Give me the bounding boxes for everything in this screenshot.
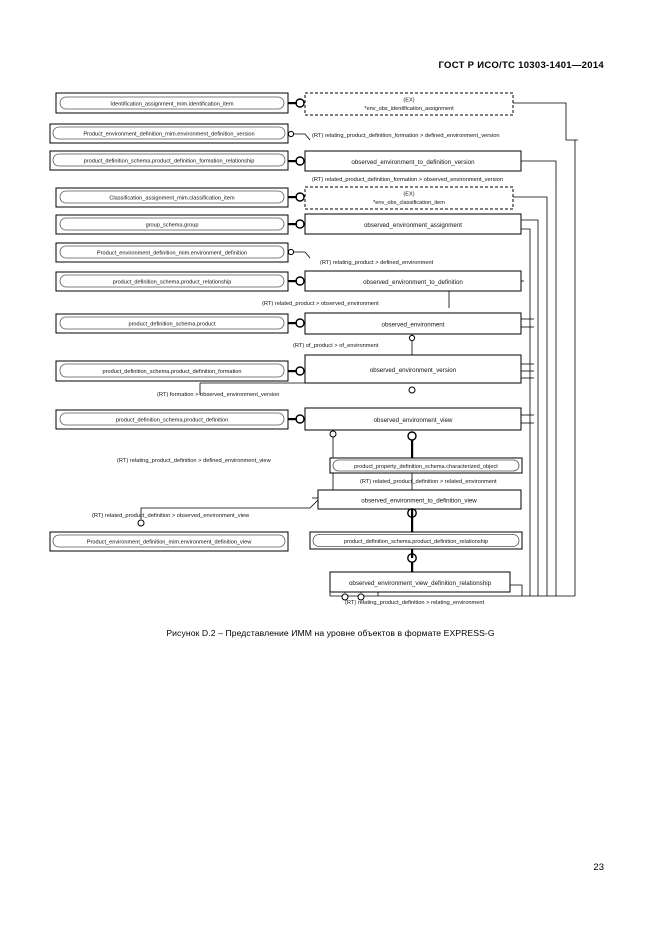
entity-label: observed_environment_version xyxy=(370,367,457,374)
entity-label: product_definition_schema.product_defini… xyxy=(116,417,229,423)
entity-label: observed_environment_view_definition_rel… xyxy=(349,580,492,587)
entity-label: product_definition_schema.product_defini… xyxy=(344,539,488,545)
relationship-label: (RT) related_product > observed_environm… xyxy=(262,301,379,307)
entity-label: Identification_assignment_mim.identifica… xyxy=(110,102,233,108)
right-entity-r8[interactable]: observed_environment_view_definition_rel… xyxy=(329,571,511,593)
figure-caption: Рисунок D.2 – Представление ИММ на уровн… xyxy=(166,628,495,638)
right-entity-r7[interactable]: observed_environment_to_definition_view xyxy=(317,489,522,510)
entity-label: group_schema.group xyxy=(146,222,199,228)
right-entity-r6[interactable]: observed_environment_view xyxy=(304,407,522,431)
relationship-label: (RT) formation > observed_environment_ve… xyxy=(157,392,279,398)
entity-label: product_definition_schema.product_defini… xyxy=(84,158,255,164)
relationship-label: (RT) related_product_definition > relate… xyxy=(360,479,497,485)
entity-label: observed_environment xyxy=(382,322,445,329)
connector-nubs xyxy=(288,102,414,572)
left-entity-e1[interactable]: Identification_assignment_mim.identifica… xyxy=(55,92,289,114)
right-entity-r2[interactable]: observed_environment_assignment xyxy=(304,213,522,235)
dashed-entity-label: *env_obs_identification_assignment xyxy=(364,106,454,112)
entity-label: Product_environment_definition_mim.envir… xyxy=(87,539,252,545)
left-entity-e10[interactable]: product_definition_schema.product_defini… xyxy=(55,409,289,430)
right-entity-r5[interactable]: observed_environment_version xyxy=(304,354,522,384)
dashed-entity-label: *env_obs_classification_item xyxy=(373,200,445,206)
entity-label: Product_environment_definition_mim.envir… xyxy=(97,250,247,256)
relationship-label: (RT) related_product_definition > observ… xyxy=(92,513,250,519)
entity-label: Classification_assignment_mim.classifica… xyxy=(109,195,235,201)
left-entity-e4[interactable]: Classification_assignment_mim.classifica… xyxy=(55,187,289,208)
sub-entity-s2[interactable]: product_definition_schema.product_defini… xyxy=(309,531,523,550)
left-entity-e7[interactable]: product_definition_schema.product_relati… xyxy=(55,271,289,292)
left-entity-e9[interactable]: product_definition_schema.product_defini… xyxy=(55,360,289,382)
entity-label: Product_environment_definition_mim.envir… xyxy=(83,131,254,137)
document-header: ГОСТ Р ИСО/ТС 10303-1401—2014 xyxy=(438,60,604,71)
express-g-figure: Identification_assignment_mim.identifica… xyxy=(49,92,578,606)
left-entity-e2[interactable]: Product_environment_definition_mim.envir… xyxy=(49,123,289,144)
entity-label: observed_environment_to_definition_versi… xyxy=(351,159,475,166)
entity-label: product_definition_schema.product xyxy=(128,321,216,327)
entity-label: product_property_definition_schema.chara… xyxy=(354,464,498,470)
entity-label: observed_environment_assignment xyxy=(364,222,462,229)
left-entity-e5[interactable]: group_schema.group xyxy=(55,214,289,235)
relationship-endpoints xyxy=(137,98,417,601)
entity-label: product_definition_schema.product_defini… xyxy=(103,369,242,375)
connector-lines xyxy=(140,102,578,597)
left-entity-e8[interactable]: product_definition_schema.product xyxy=(55,313,289,334)
dashed-entity-d1[interactable]: (EX) *env_obs_identification_assignment xyxy=(304,92,514,116)
right-entity-r3[interactable]: observed_environment_to_definition xyxy=(304,270,522,292)
dashed-entity-d2[interactable]: (EX) *env_obs_classification_item xyxy=(304,186,514,210)
left-entity-e6[interactable]: Product_environment_definition_mim.envir… xyxy=(55,242,289,263)
left-entity-e3[interactable]: product_definition_schema.product_defini… xyxy=(49,150,289,171)
entity-label: observed_environment_view xyxy=(374,417,453,424)
relationship-label: (RT) relating_product_definition > defin… xyxy=(117,458,272,464)
right-entity-r4[interactable]: observed_environment xyxy=(304,312,522,335)
relationship-label: (RT) related_product_definition_formatio… xyxy=(312,177,503,183)
sub-entity-s1[interactable]: product_property_definition_schema.chara… xyxy=(329,457,523,474)
relationship-label: (RT) relating_product > defined_environm… xyxy=(320,260,434,266)
left-entity-e11[interactable]: Product_environment_definition_mim.envir… xyxy=(49,531,289,552)
dashed-entity-tag: (EX) xyxy=(403,192,414,198)
relationship-label: (RT) relating_product_definition_formati… xyxy=(312,133,500,139)
relationship-label: (RT) relating_product_definition > relat… xyxy=(345,600,485,606)
dashed-entity-tag: (EX) xyxy=(403,98,414,104)
right-entity-r1[interactable]: observed_environment_to_definition_versi… xyxy=(304,150,522,172)
page-number: 23 xyxy=(593,862,604,873)
relationship-label: (RT) of_product > of_environment xyxy=(293,343,379,349)
entity-label: product_definition_schema.product_relati… xyxy=(113,279,232,285)
entity-label: observed_environment_to_definition xyxy=(363,279,463,286)
entity-label: observed_environment_to_definition_view xyxy=(361,498,477,505)
